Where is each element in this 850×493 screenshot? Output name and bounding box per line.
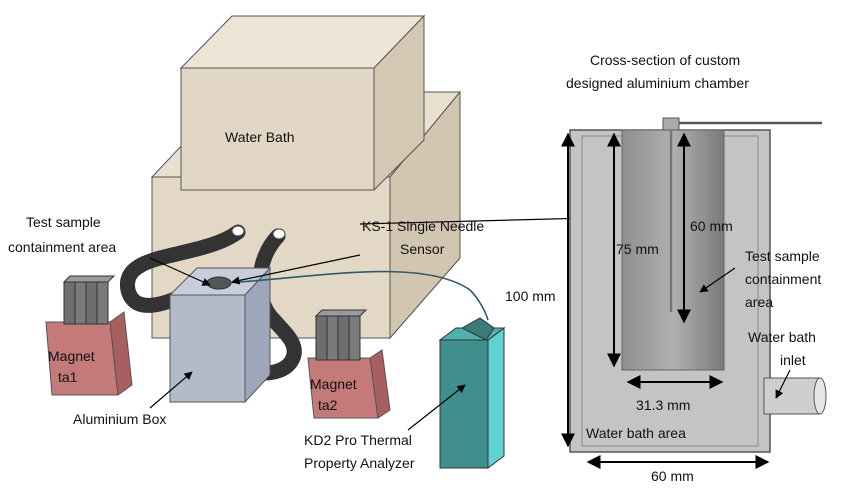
label-magnet1-1: Magnet [48, 348, 95, 364]
inlet-pipe-end [813, 377, 827, 415]
label-dim-75: 75 mm [616, 241, 659, 257]
label-magnet1-2: ta1 [58, 369, 78, 385]
arrow-aluminium-box [149, 371, 193, 409]
hose-end-middle [272, 228, 286, 240]
upper-block-side [373, 14, 425, 192]
hose-left [120, 224, 246, 313]
label-test-sample-right-3: area [745, 294, 774, 310]
magnet-1-plate-b [74, 281, 87, 325]
label-aluminium-box: Aluminium Box [73, 411, 167, 427]
label-sensor-2: Sensor [400, 241, 445, 257]
hose-end-left [231, 225, 245, 237]
sensor-cap [662, 117, 680, 131]
analyzer-connector [460, 317, 495, 341]
arrow-test-sample [149, 257, 211, 286]
magnet-1-plate-c [85, 281, 98, 325]
magnet-2-plate-c [337, 315, 350, 361]
cross-section-pointers [699, 267, 791, 399]
sensor-cable [221, 270, 489, 321]
label-sensor-1: KS-1 Single Needle [362, 218, 485, 234]
cross-section-title-2: designed aluminium chamber [566, 75, 749, 91]
label-dim-60-inner: 60 mm [690, 218, 733, 234]
arrow-test-sample-right [699, 267, 736, 293]
water-bath-upper-block [179, 14, 426, 192]
lower-block-side [389, 90, 461, 340]
label-inlet-1: Water bath [748, 329, 816, 345]
label-test-sample-right-2: containment [745, 271, 822, 287]
magnet-2-base-side [369, 349, 391, 419]
magnet-1 [45, 275, 133, 396]
analyzer-front [439, 339, 489, 469]
magnet-2-plate-b [326, 315, 339, 361]
label-test-sample-right-1: Test sample [745, 248, 820, 264]
arrow-sensor [231, 254, 361, 285]
label-magnet2-1: Magnet [310, 376, 357, 392]
aluminium-box [168, 266, 272, 404]
label-water-bath: Water Bath [225, 129, 295, 145]
label-dim-31-3: 31.3 mm [636, 397, 691, 413]
label-dim-100: 100 mm [505, 288, 556, 304]
magnet-2-plate-d [348, 315, 361, 361]
label-test-sample-1: Test sample [26, 214, 101, 230]
cross-section-chamber [569, 117, 827, 453]
label-dim-60-bottom: 60 mm [651, 468, 694, 484]
label-test-sample-2: containment area [8, 239, 117, 255]
label-inlet-2: inlet [780, 352, 806, 368]
magnet-2-plate-a [315, 315, 328, 361]
alu-box-side [244, 266, 271, 404]
magnet-2-plate-top [314, 309, 368, 317]
label-analyzer-2: Property Analyzer [304, 455, 415, 471]
arrow-analyzer [407, 384, 466, 431]
label-water-bath-area: Water bath area [586, 425, 686, 441]
magnet-1-plate-d [96, 281, 109, 325]
magnet-1-plate-top [62, 275, 116, 283]
magnet-1-plate-a [63, 281, 76, 325]
kd2-analyzer [438, 317, 506, 469]
analyzer-side [487, 327, 505, 469]
magnet-2 [307, 309, 391, 419]
inlet-pipe [763, 377, 821, 415]
magnet-1-base-side [109, 311, 133, 396]
arrow-inlet [775, 369, 791, 399]
dimension-arrows [561, 132, 770, 469]
sample-cylinder [621, 129, 725, 371]
label-analyzer-1: KD2 Pro Thermal [304, 432, 412, 448]
alu-box-front [169, 294, 246, 403]
label-magnet2-2: ta2 [318, 397, 338, 413]
cross-section-title-1: Cross-section of custom [590, 52, 741, 68]
